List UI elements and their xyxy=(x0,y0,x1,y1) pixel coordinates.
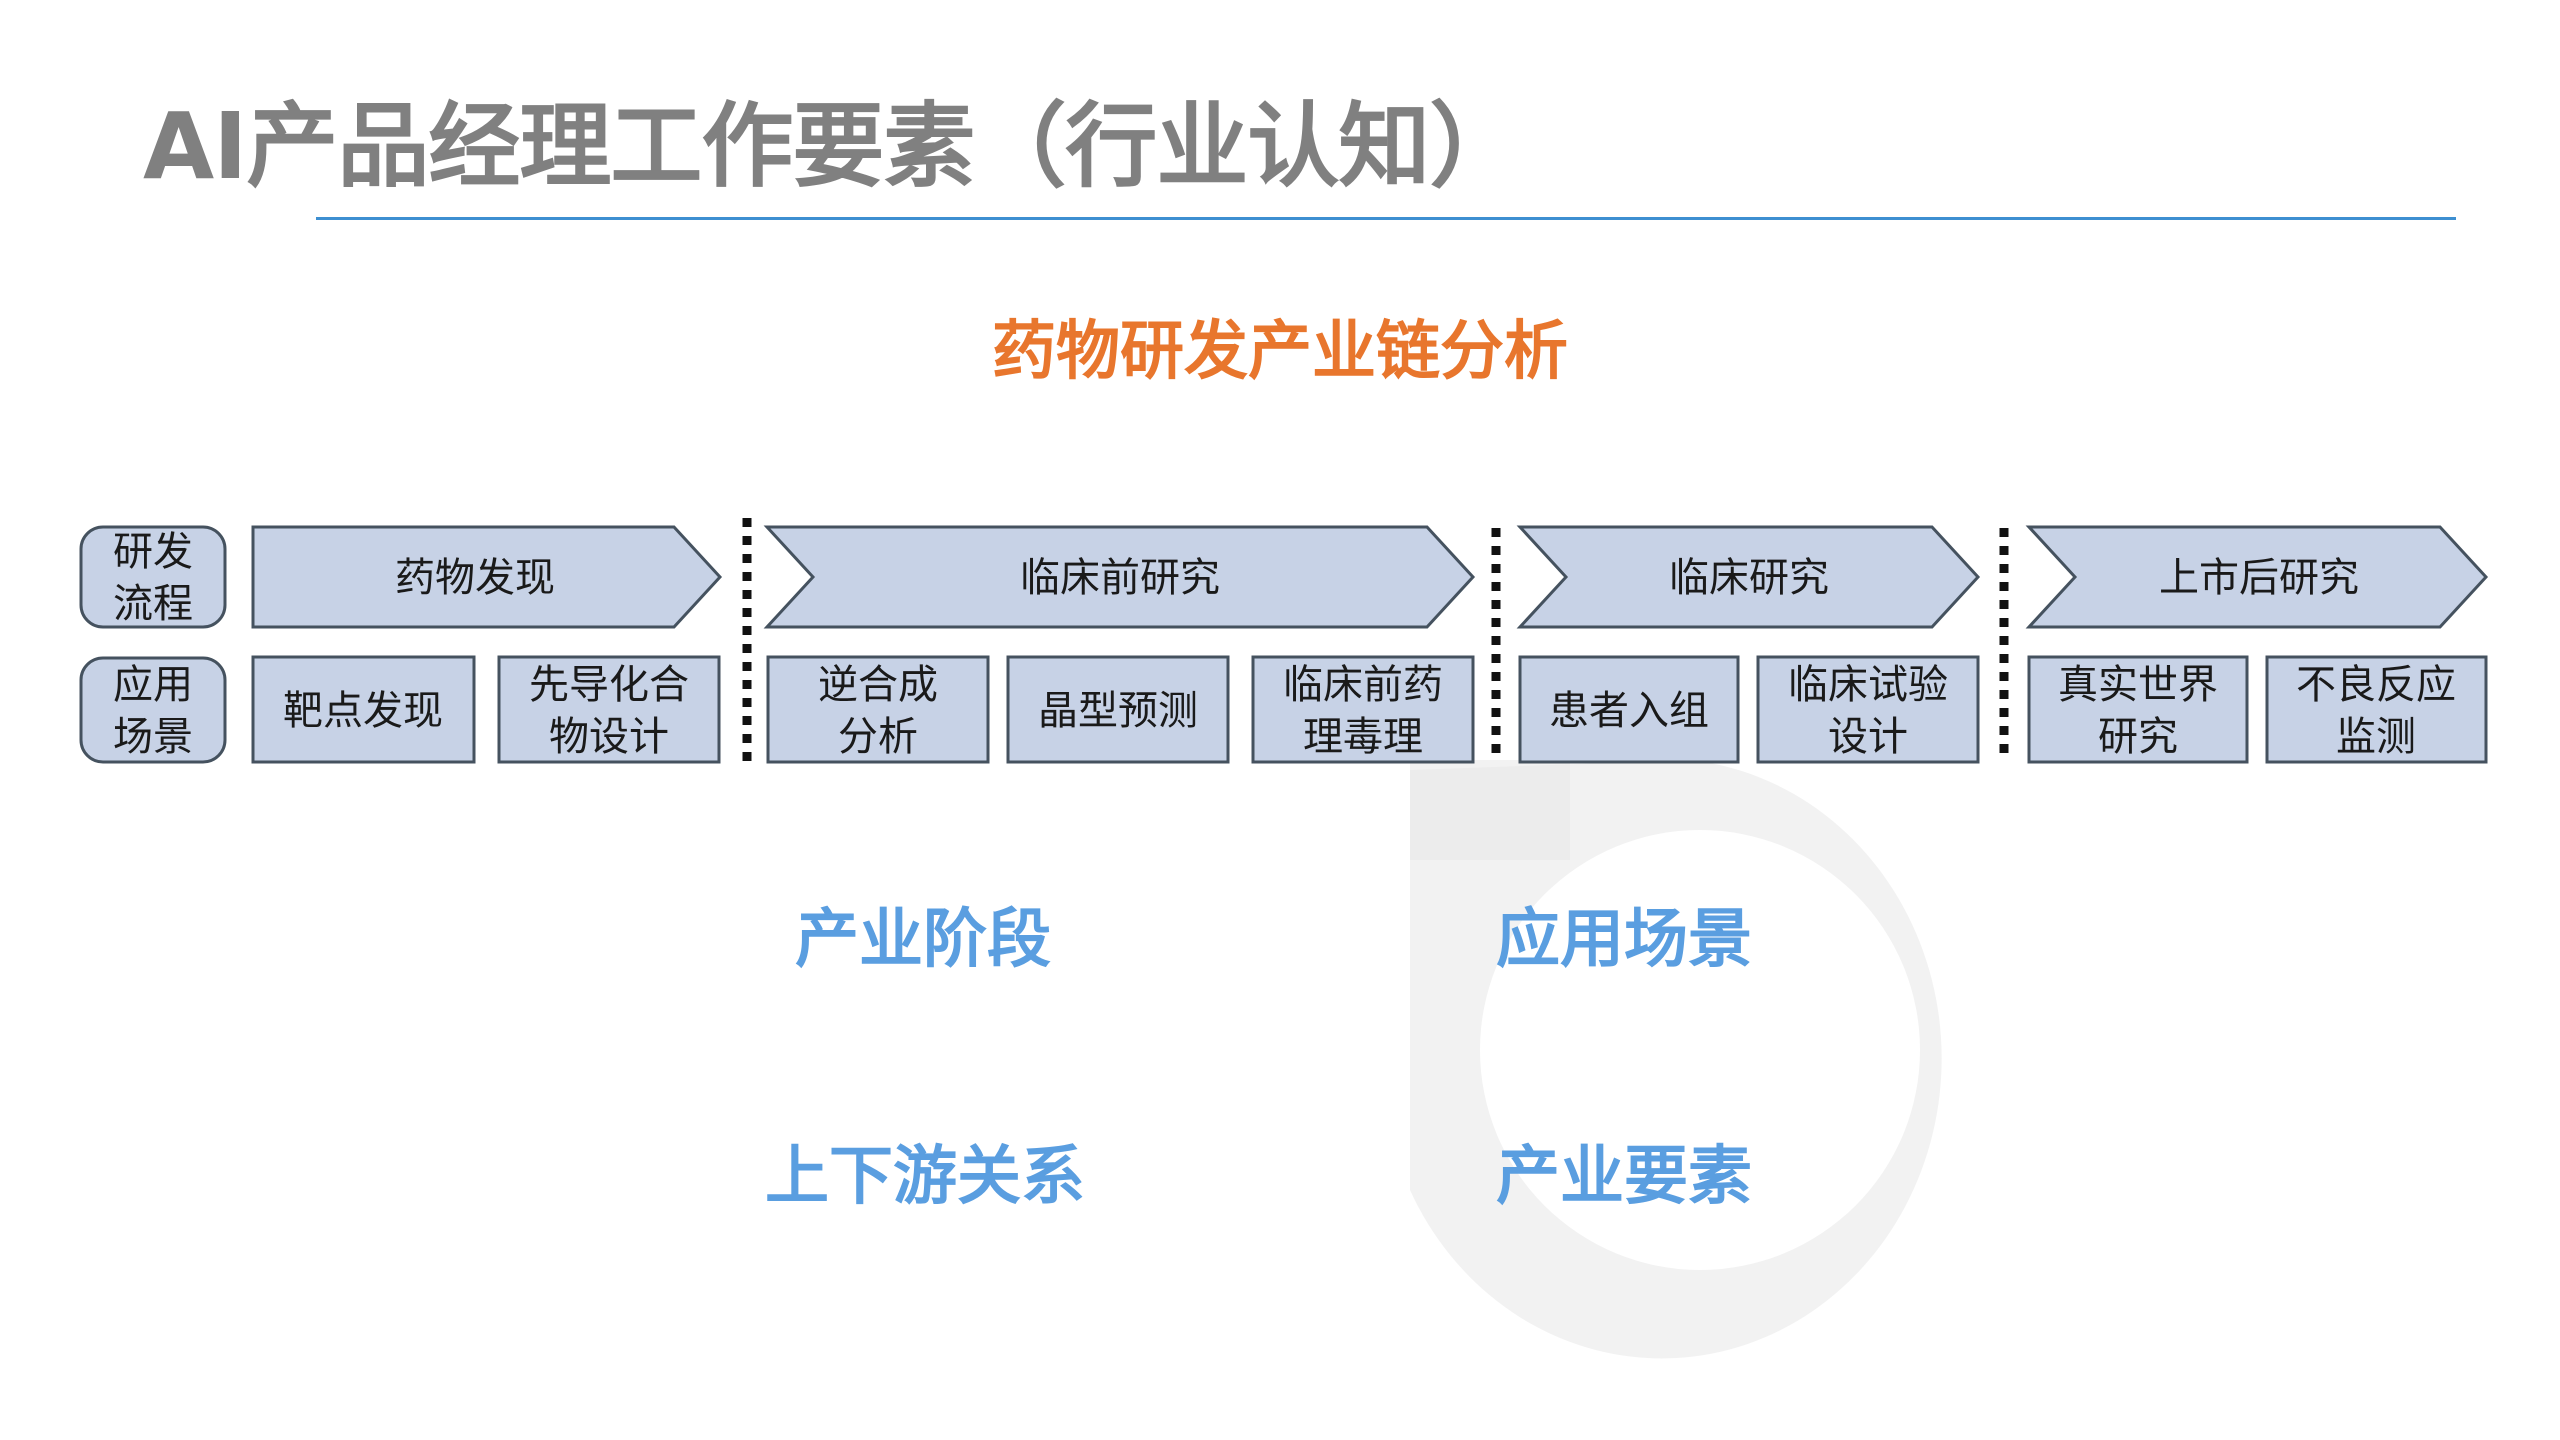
scenario-text: 临床前药 xyxy=(1283,662,1443,708)
stage-chevron-postmarket xyxy=(2025,525,2489,629)
scenario-text: 靶点发现 xyxy=(283,688,443,734)
scenario-text: 分析 xyxy=(838,714,918,760)
scenario-text: 临床试验 xyxy=(1788,662,1948,708)
stage-label-preclinical: 临床前研究 xyxy=(1020,555,1220,601)
scenario-text: 物设计 xyxy=(549,714,669,760)
scenario-cell xyxy=(1251,655,1475,764)
scenario-text: 逆合成 xyxy=(818,662,938,708)
row-header-scenario-line2: 场景 xyxy=(113,714,193,760)
stage-label-postmarket: 上市后研究 xyxy=(2159,555,2359,601)
scenario-cell xyxy=(1756,655,1980,764)
scenario-cell xyxy=(251,655,476,764)
scenario-cell xyxy=(2027,655,2249,764)
scenario-text: 晶型预测 xyxy=(1038,688,1198,734)
row-header-process-line1: 研发 xyxy=(113,529,193,575)
scenario-cell xyxy=(766,655,990,764)
label-industry-stage: 产业阶段 xyxy=(795,903,1051,977)
scenario-text: 先导化合 xyxy=(529,662,689,708)
label-application-scenario: 应用场景 xyxy=(1496,903,1752,977)
scenario-text: 理毒理 xyxy=(1303,714,1423,760)
label-industry-elements: 产业要素 xyxy=(1496,1140,1752,1214)
row-header-process-line2: 流程 xyxy=(113,581,193,627)
label-upstream-downstream: 上下游关系 xyxy=(765,1140,1085,1214)
scenario-cell xyxy=(497,655,721,764)
stage-chevron-preclinical xyxy=(763,525,1476,629)
scenario-cell xyxy=(2265,655,2488,764)
scenario-text: 患者入组 xyxy=(1549,688,1709,734)
scenario-text: 监测 xyxy=(2336,714,2416,760)
scenario-text: 真实世界 xyxy=(2058,662,2218,708)
scenario-text: 不良反应 xyxy=(2296,662,2456,708)
page-title: AI产品经理工作要素（行业认知） xyxy=(143,93,1521,200)
scenario-text: 设计 xyxy=(1828,714,1908,760)
stage-chevron-clinical xyxy=(1516,525,1981,629)
row-header-scenario-line1: 应用 xyxy=(113,662,193,708)
row-header-process-box xyxy=(79,525,227,629)
scenario-text: 研究 xyxy=(2098,714,2178,760)
scenario-cell xyxy=(1006,655,1230,764)
chart-subtitle: 药物研发产业链分析 xyxy=(992,315,1568,389)
stage-label-clinical: 临床研究 xyxy=(1669,555,1829,601)
scenario-cell xyxy=(1518,655,1740,764)
title-divider xyxy=(316,217,2456,220)
stage-chevron-discovery xyxy=(251,525,723,629)
stage-label-discovery: 药物发现 xyxy=(395,555,555,601)
row-header-scenario-box xyxy=(79,656,227,764)
